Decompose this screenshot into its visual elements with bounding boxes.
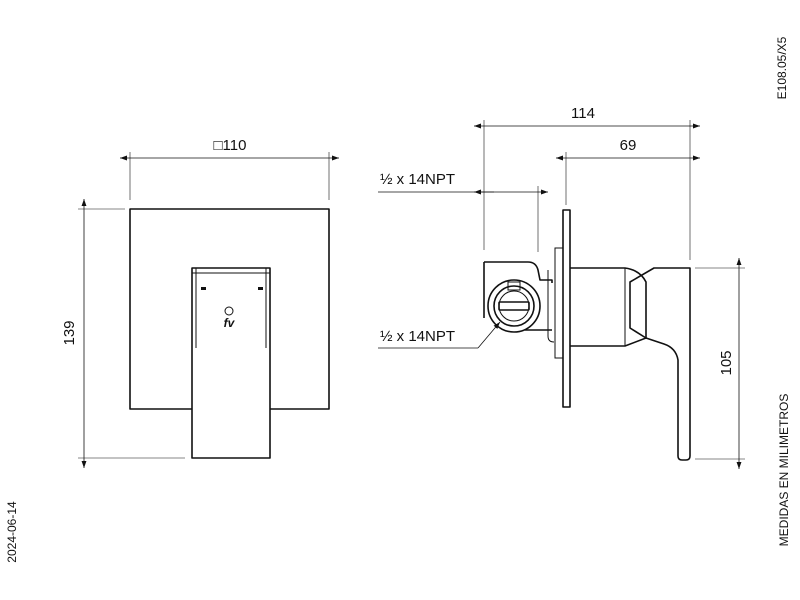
side-view	[483, 209, 691, 461]
lever-side-profile	[629, 267, 691, 461]
dim-front-height: 139	[61, 199, 185, 468]
fv-logo-text: fv	[224, 316, 236, 330]
wall-plate	[562, 209, 571, 408]
fv-logo-icon: fv	[224, 306, 236, 330]
front-lever-handle	[191, 267, 271, 459]
dim-front-width-label: □110	[214, 137, 247, 154]
front-body	[570, 267, 647, 347]
dim-front-height-label: 139	[61, 320, 78, 345]
valve-body	[484, 261, 553, 283]
dim-side-height: 105	[695, 258, 745, 469]
drawing-date: 2024-06-14	[5, 501, 19, 563]
dim-side-height-label: 105	[718, 350, 735, 375]
callout-thread-bottom-label: ½ x 14NPT	[380, 328, 455, 345]
callout-thread-top: ½ x 14NPT	[378, 171, 548, 252]
dim-side-total-depth: 114	[474, 105, 700, 260]
callout-thread-top-label: ½ x 14NPT	[380, 171, 455, 188]
dim-side-total-depth-label: 114	[571, 105, 595, 122]
front-view: fv	[129, 208, 330, 459]
drawing-code: E108.05/X5	[775, 36, 789, 99]
units-note: MEDIDAS EN MILIMETROS	[777, 394, 791, 547]
inlet-connection	[487, 279, 541, 333]
dim-front-width: □110	[120, 137, 339, 200]
dim-side-front-depth-label: 69	[620, 137, 637, 154]
dim-side-front-depth: 69	[556, 137, 700, 205]
callout-thread-bottom: ½ x 14NPT	[378, 321, 501, 349]
